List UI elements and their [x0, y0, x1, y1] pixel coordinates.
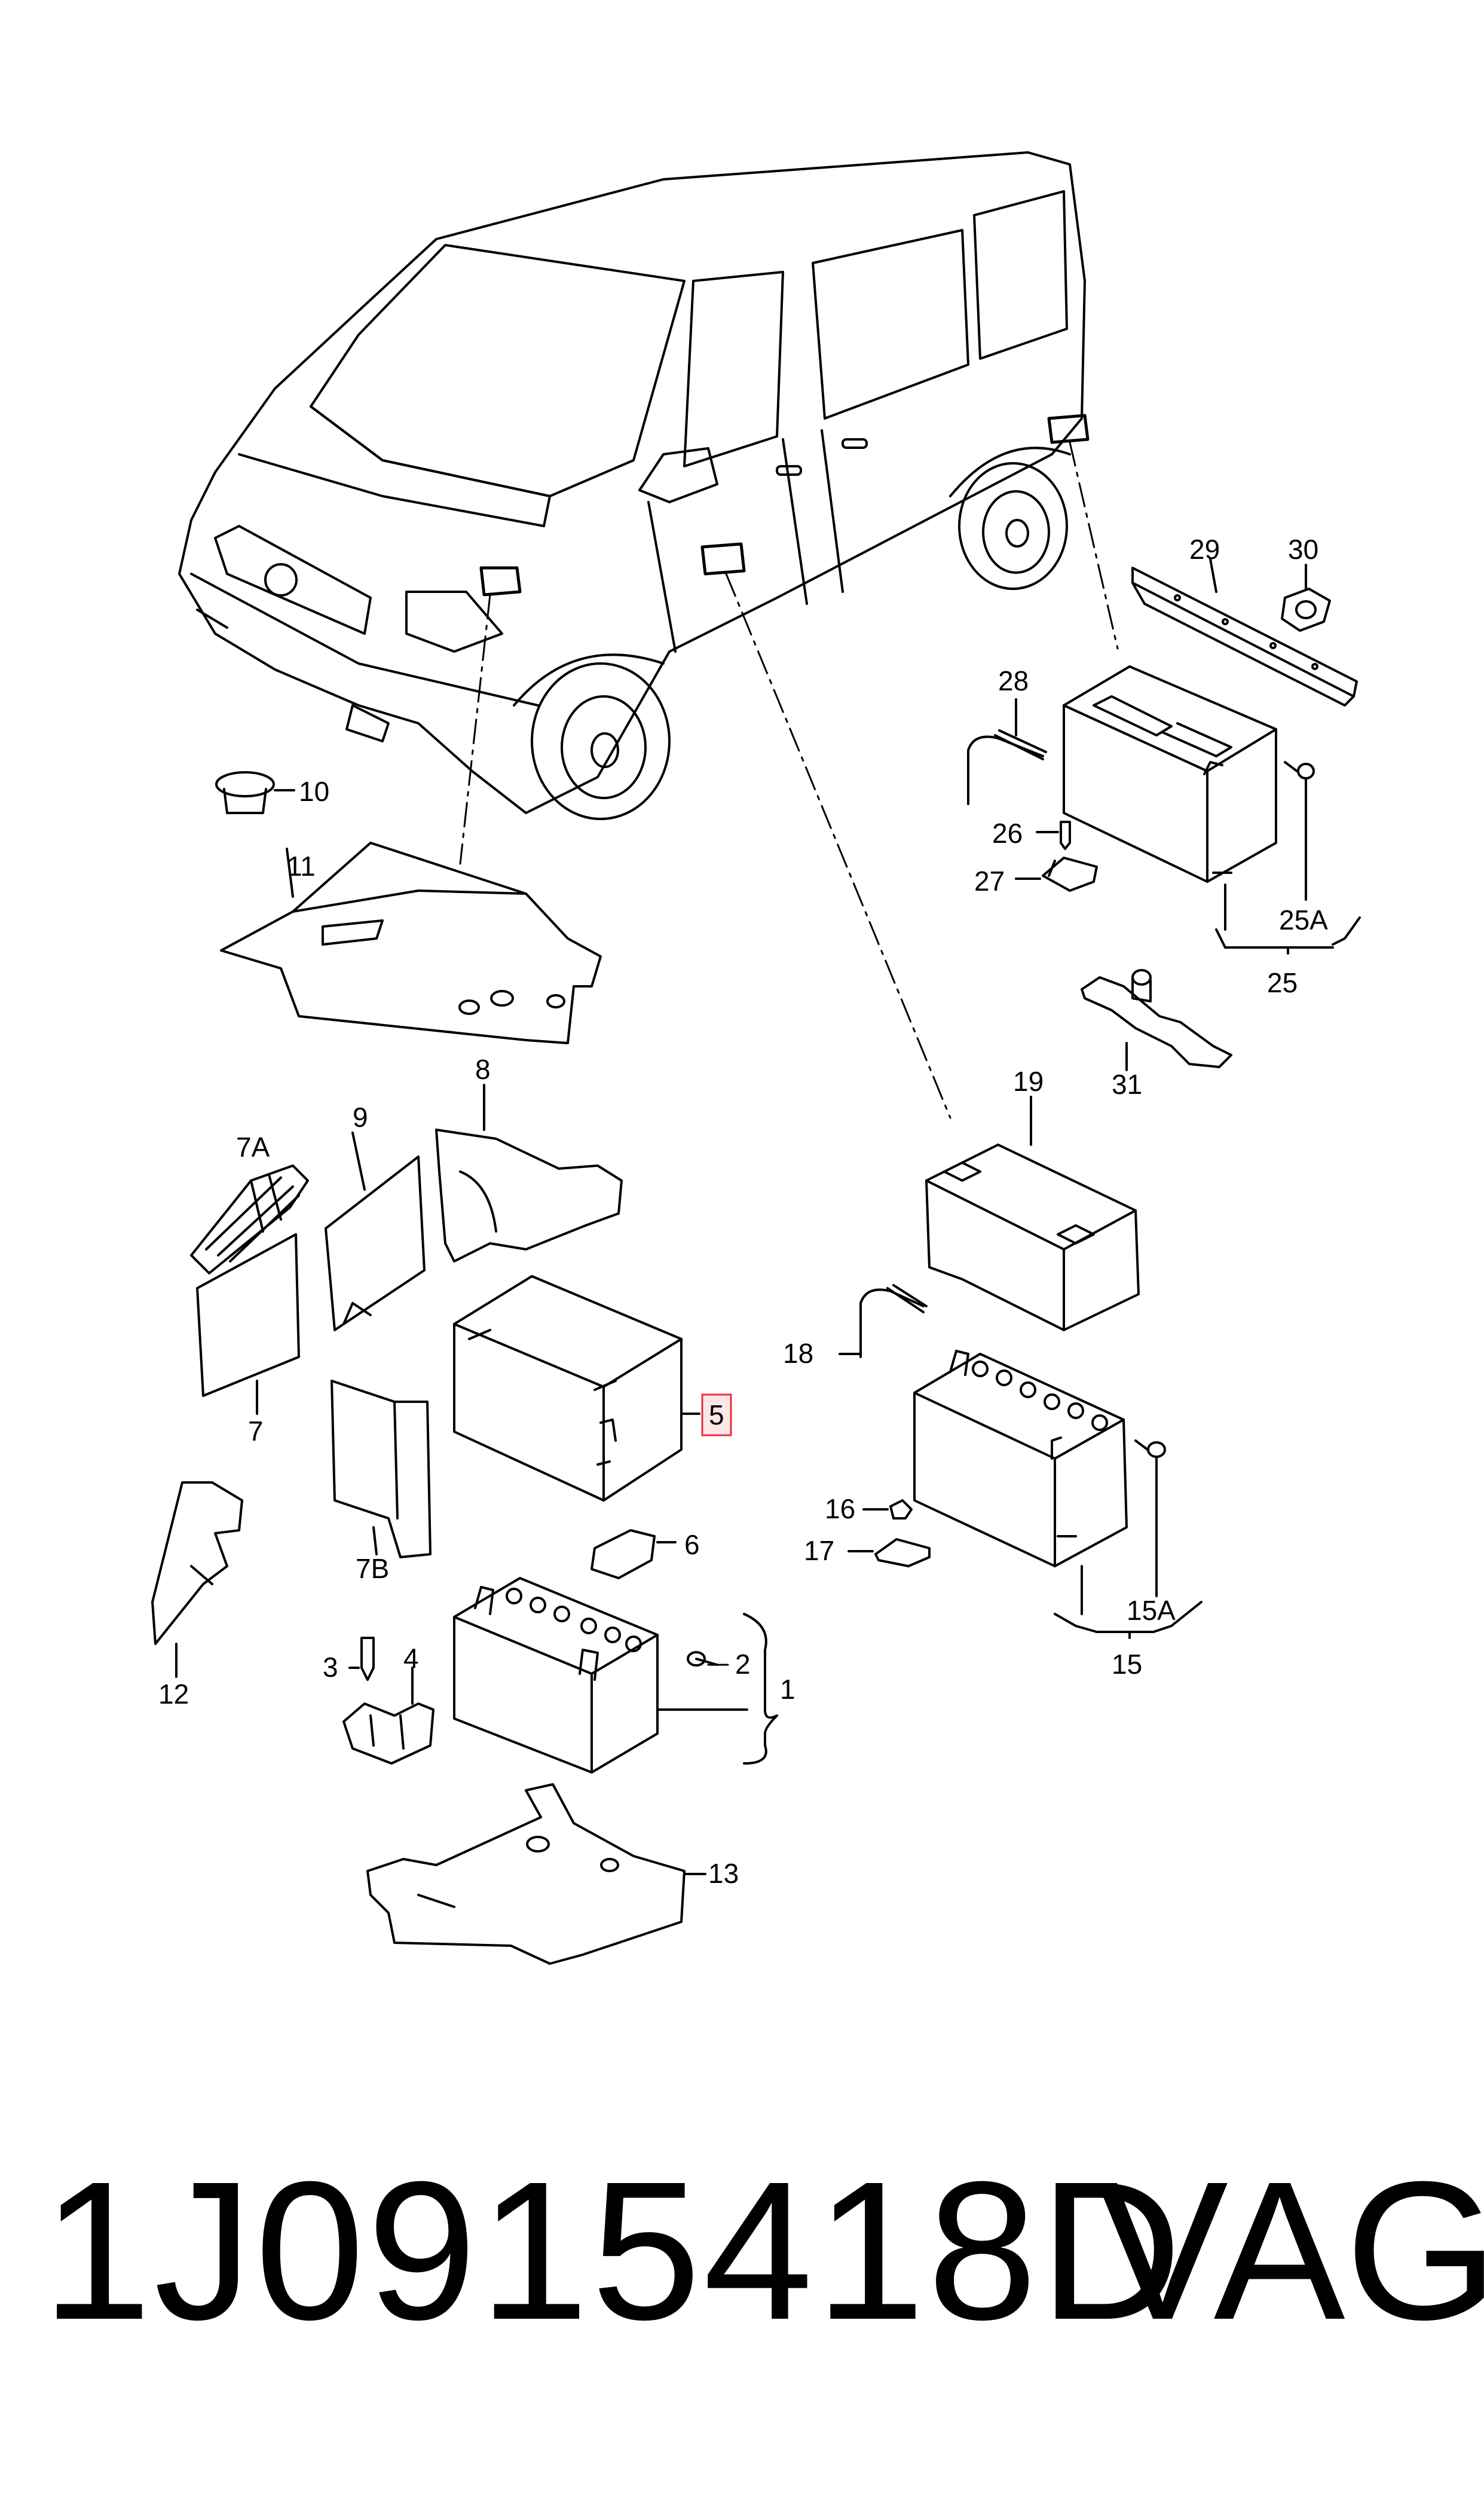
part-12-bracket — [151, 1481, 243, 1678]
part-16-nut — [862, 1499, 913, 1520]
label-25: 25 — [1267, 967, 1298, 998]
part-31-bracket — [1081, 969, 1232, 1071]
label-7b: 7B — [356, 1553, 389, 1584]
part-18-cable — [839, 1284, 928, 1358]
part-6-clamp — [590, 1529, 677, 1579]
label-28: 28 — [998, 665, 1029, 696]
label-25a: 25A — [1279, 904, 1328, 936]
label-2: 2 — [735, 1649, 751, 1680]
part-15a-bolt — [1134, 1439, 1166, 1597]
label-12: 12 — [158, 1679, 189, 1710]
van-illustration — [178, 151, 1090, 820]
label-6: 6 — [684, 1529, 700, 1560]
highlight-box-5 — [701, 1393, 732, 1436]
label-10: 10 — [299, 776, 329, 807]
label-27: 27 — [974, 866, 1005, 897]
label-15: 15 — [1112, 1649, 1142, 1680]
label-13: 13 — [708, 1858, 739, 1889]
part-15-battery — [913, 1350, 1203, 1639]
part-27-bracket — [1015, 857, 1098, 892]
label-9: 9 — [353, 1102, 368, 1133]
brand-name: VAG — [1097, 2140, 1484, 2361]
label-16: 16 — [825, 1493, 855, 1524]
part-28-cable — [967, 698, 1047, 805]
part-13-tray — [366, 1783, 706, 1965]
part-7b-plate — [331, 1380, 432, 1558]
label-3: 3 — [323, 1652, 338, 1683]
label-31: 31 — [1112, 1069, 1142, 1100]
label-1: 1 — [780, 1674, 795, 1705]
part-4-bracket — [342, 1667, 435, 1765]
part-8-bracket — [435, 1084, 623, 1262]
part-26-screw — [1036, 821, 1071, 850]
part-3-screw — [348, 1637, 375, 1681]
label-8: 8 — [475, 1054, 491, 1085]
leader-lines — [459, 441, 1119, 1119]
label-17: 17 — [804, 1535, 834, 1566]
label-30: 30 — [1288, 534, 1318, 565]
part-19-insulation — [925, 1096, 1140, 1331]
label-18: 18 — [783, 1338, 813, 1369]
part-30-nut — [1281, 564, 1331, 632]
label-19: 19 — [1013, 1066, 1044, 1097]
label-4: 4 — [403, 1643, 419, 1674]
part-17-bracket — [847, 1538, 931, 1567]
label-5: 5 — [709, 1399, 724, 1430]
part-10-clip — [215, 771, 295, 814]
label-7: 7 — [248, 1416, 264, 1447]
label-15a: 15A — [1127, 1595, 1176, 1626]
label-11: 11 — [287, 851, 316, 882]
label-26: 26 — [992, 818, 1023, 849]
part-29-rail — [1131, 558, 1358, 707]
parts-diagram: 1 2 3 4 5 6 7 7A 7B 8 9 10 11 12 13 15 1… — [151, 151, 1361, 1965]
part-9-plate — [325, 1132, 426, 1331]
part-7-plate — [196, 1233, 300, 1415]
part-11-cover — [220, 842, 602, 1044]
label-7a: 7A — [236, 1132, 270, 1163]
part-number: 1J0915418D — [42, 2140, 1185, 2361]
label-29: 29 — [1189, 534, 1220, 565]
part-1-battery — [453, 1577, 778, 1774]
part-25a-bolt — [1284, 761, 1315, 901]
part-7a-grille — [190, 1164, 309, 1274]
callout-labels: 1 2 3 4 5 6 7 7A 7B 8 9 10 11 12 13 15 1… — [158, 534, 1328, 1889]
part-5-battery — [453, 1275, 700, 1502]
part-2-bolt — [687, 1651, 729, 1667]
part-25-battery — [1063, 665, 1361, 955]
